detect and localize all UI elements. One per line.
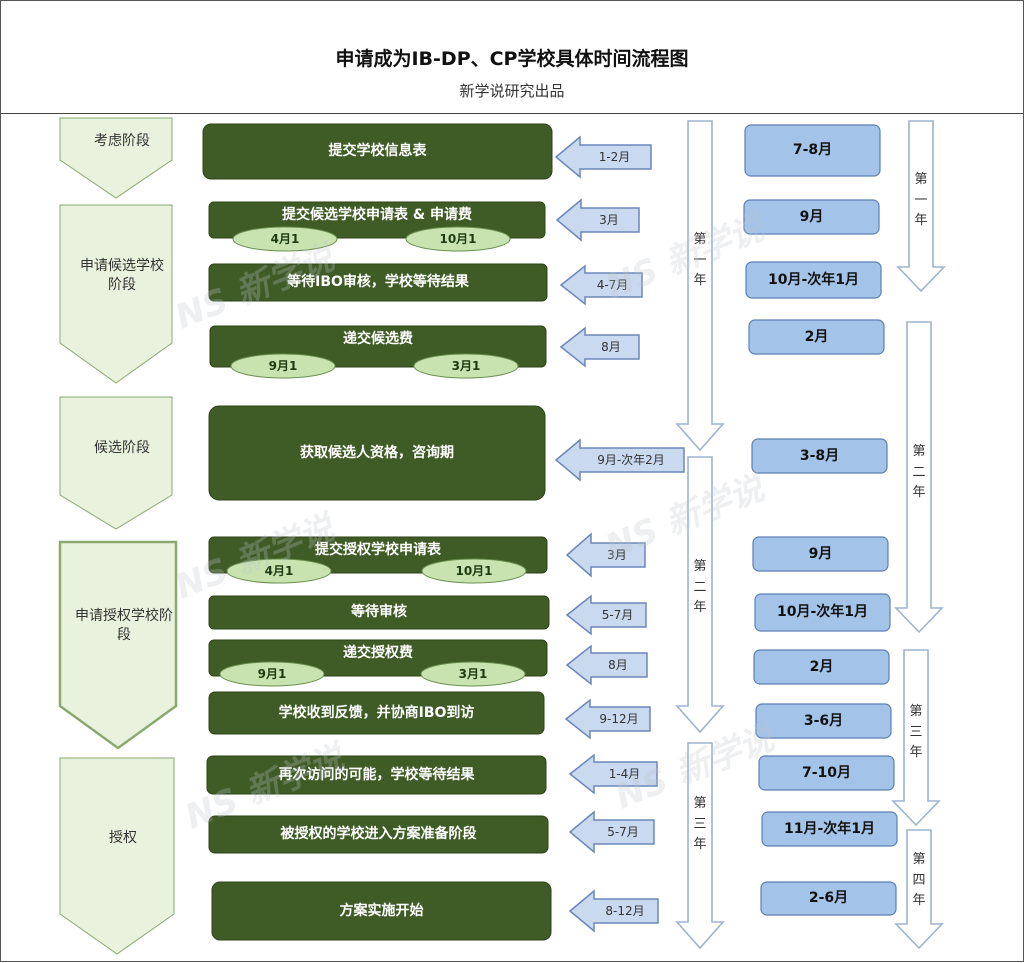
deadline-ellipse: [421, 558, 527, 584]
duration-arrow: [564, 698, 651, 740]
calendar-year-arrow: [896, 120, 946, 293]
deadline-ellipse: [420, 661, 526, 687]
stage-chevron: [59, 204, 173, 384]
month-box: [753, 649, 890, 685]
process-year-arrow: [675, 456, 725, 734]
duration-arrow: [554, 438, 685, 482]
month-box: [745, 261, 882, 299]
duration-arrow: [565, 532, 646, 578]
deadline-ellipse: [232, 226, 338, 252]
stage-chevron: [59, 117, 173, 199]
step-box: [208, 263, 548, 302]
stage-chevron: [59, 396, 173, 530]
duration-arrow: [568, 810, 655, 854]
month-box: [761, 811, 898, 847]
duration-arrow: [568, 889, 659, 933]
duration-arrow: [565, 644, 648, 686]
step-box: [206, 755, 547, 795]
step-box: [208, 595, 550, 630]
step-box: [211, 881, 552, 941]
deadline-ellipse: [230, 353, 336, 379]
stage-chevron: [58, 540, 178, 750]
deadline-ellipse: [219, 661, 325, 687]
page-subtitle: 新学说研究出品: [459, 82, 565, 100]
process-year-arrow: [675, 120, 725, 452]
calendar-year-arrow: [894, 829, 944, 950]
month-box: [754, 593, 891, 632]
month-box: [760, 881, 897, 916]
duration-arrow: [554, 135, 652, 179]
duration-arrow: [565, 594, 647, 636]
step-box: [208, 691, 545, 735]
step-box: [202, 123, 553, 180]
step-box: [208, 405, 546, 501]
header: [0, 0, 1024, 114]
deadline-ellipse: [226, 558, 332, 584]
month-box: [752, 536, 889, 572]
duration-arrow: [559, 264, 643, 306]
deadline-ellipse: [405, 226, 511, 252]
stage-chevron: [59, 757, 175, 955]
calendar-year-arrow: [894, 321, 944, 634]
step-box: [208, 815, 549, 854]
month-box: [743, 199, 880, 235]
deadline-ellipse: [413, 353, 519, 379]
duration-arrow: [559, 326, 640, 368]
duration-arrow: [555, 198, 640, 242]
month-box: [758, 755, 895, 791]
month-box: [744, 124, 881, 177]
duration-arrow: [568, 753, 658, 795]
month-box: [751, 438, 888, 474]
month-box: [748, 319, 885, 355]
process-year-arrow: [675, 742, 725, 950]
page-title: 申请成为IB-DP、CP学校具体时间流程图: [335, 48, 689, 70]
calendar-year-arrow: [891, 649, 941, 827]
month-box: [755, 703, 892, 739]
